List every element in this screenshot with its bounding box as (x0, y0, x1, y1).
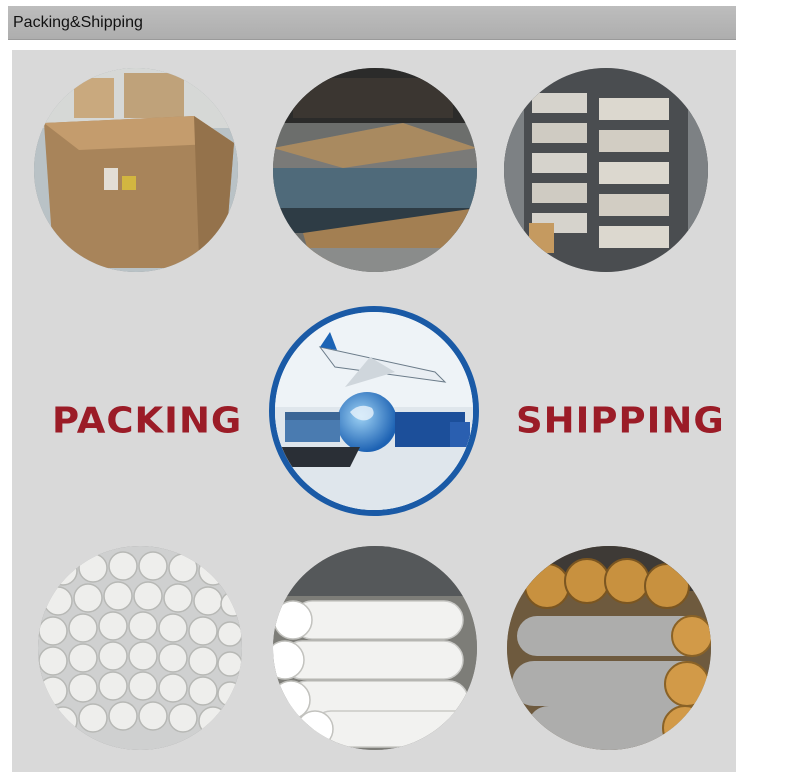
airplane-globe-logistics-photo (269, 306, 479, 516)
pallet-wrapped-photo (273, 68, 477, 272)
section-header: Packing&Shipping (8, 6, 736, 40)
packed-rolls-bundle-photo (38, 546, 242, 750)
shipping-label: SHIPPING (516, 400, 725, 441)
packing-label: PACKING (52, 400, 243, 441)
white-rolls-warehouse-photo (273, 546, 477, 750)
cardboard-box-photo (34, 68, 238, 272)
container-loaded-photo (504, 68, 708, 272)
section-title: Packing&Shipping (13, 14, 143, 31)
film-wrapped-rolls-photo (507, 546, 711, 750)
